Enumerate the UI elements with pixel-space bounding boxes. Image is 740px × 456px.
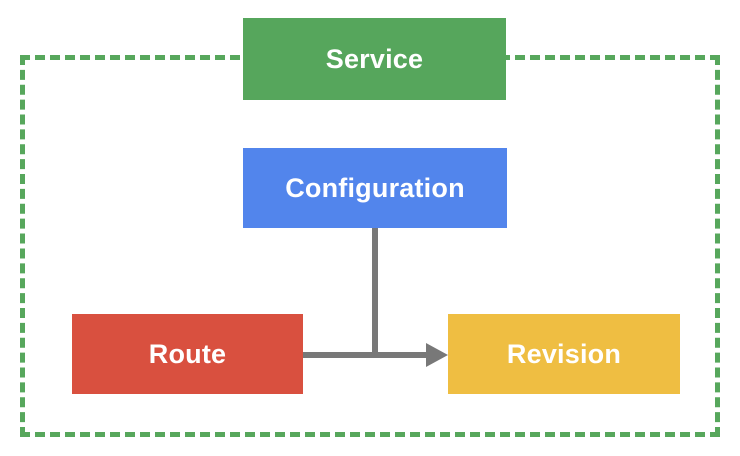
node-service-label: Service <box>325 43 424 74</box>
node-configuration-label: Configuration <box>285 172 465 203</box>
node-route[interactable]: Route <box>72 314 303 394</box>
node-route-label: Route <box>148 338 227 369</box>
node-configuration[interactable]: Configuration <box>243 148 507 228</box>
node-revision[interactable]: Revision <box>448 314 680 394</box>
node-revision-label: Revision <box>506 338 622 369</box>
arrowhead-icon <box>426 343 448 367</box>
node-service[interactable]: Service <box>243 18 506 100</box>
